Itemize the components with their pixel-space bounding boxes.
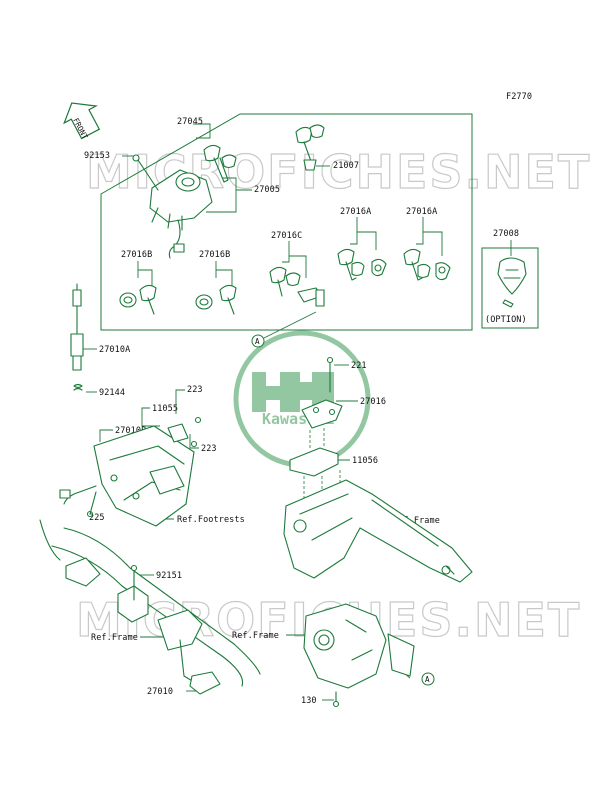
label-27008: 27008 bbox=[493, 229, 519, 239]
label-27016A-1: 27016A bbox=[340, 207, 371, 217]
callout-a-upper: A bbox=[251, 334, 265, 348]
lock-set-27016A-1 bbox=[337, 248, 387, 281]
label-27010A: 27010A bbox=[99, 345, 130, 355]
front-arrow-icon: FRONT bbox=[63, 102, 101, 141]
label-11056: 11056 bbox=[352, 456, 378, 466]
ignition-switch-27005 bbox=[132, 154, 213, 259]
label-225: 225 bbox=[89, 513, 105, 523]
frame-mid-assembly bbox=[303, 603, 415, 708]
label-221: 221 bbox=[351, 361, 367, 371]
lock-set-27016A-2 bbox=[403, 248, 451, 281]
label-ref-footrests: Ref.Footrests bbox=[177, 515, 245, 525]
label-27045: 27045 bbox=[177, 117, 203, 127]
frame-right-assembly bbox=[283, 356, 473, 583]
label-92144: 92144 bbox=[99, 388, 125, 398]
label-130: 130 bbox=[301, 696, 317, 706]
svg-text:A: A bbox=[255, 337, 260, 346]
lock-set-27016C bbox=[269, 266, 325, 307]
label-11055: 11055 bbox=[152, 404, 178, 414]
key-21007-icon bbox=[295, 124, 325, 171]
bracket-assembly-27010B bbox=[59, 416, 202, 527]
spring-92144-icon bbox=[73, 383, 83, 391]
label-ref-frame-right: Ref.Frame bbox=[393, 516, 440, 526]
label-27016A-2: 27016A bbox=[406, 207, 437, 217]
switch-27010A bbox=[70, 283, 84, 371]
label-27016C: 27016C bbox=[271, 231, 302, 241]
kit-boundary-box bbox=[100, 113, 473, 331]
callout-a-lower: A bbox=[421, 672, 435, 686]
label-27010: 27010 bbox=[147, 687, 173, 697]
lock-set-27016B-2 bbox=[195, 284, 237, 315]
option-key-box bbox=[481, 247, 539, 329]
label-92151: 92151 bbox=[156, 571, 182, 581]
label-223b: 223 bbox=[201, 444, 217, 454]
label-27016B-2: 27016B bbox=[199, 250, 230, 260]
figure-code: F2770 bbox=[506, 92, 532, 102]
label-27016B-1: 27016B bbox=[121, 250, 152, 260]
label-option: (OPTION) bbox=[485, 315, 527, 325]
svg-text:A: A bbox=[425, 675, 430, 684]
label-223a: 223 bbox=[187, 385, 203, 395]
label-27005: 27005 bbox=[254, 185, 280, 195]
label-ref-frame-left: Ref.Frame bbox=[91, 633, 138, 643]
label-27010B: 27010B bbox=[115, 426, 146, 436]
key-27045-icon bbox=[203, 144, 237, 183]
label-21007: 21007 bbox=[333, 161, 359, 171]
key-fob-icon bbox=[497, 257, 527, 308]
lock-set-27016B-1 bbox=[119, 284, 157, 315]
label-92153: 92153 bbox=[84, 151, 110, 161]
frame-left-assembly bbox=[39, 519, 261, 695]
label-27016: 27016 bbox=[360, 397, 386, 407]
kawasaki-logo: Kawasaki bbox=[233, 330, 371, 468]
label-ref-frame-mid: Ref.Frame bbox=[232, 631, 279, 641]
